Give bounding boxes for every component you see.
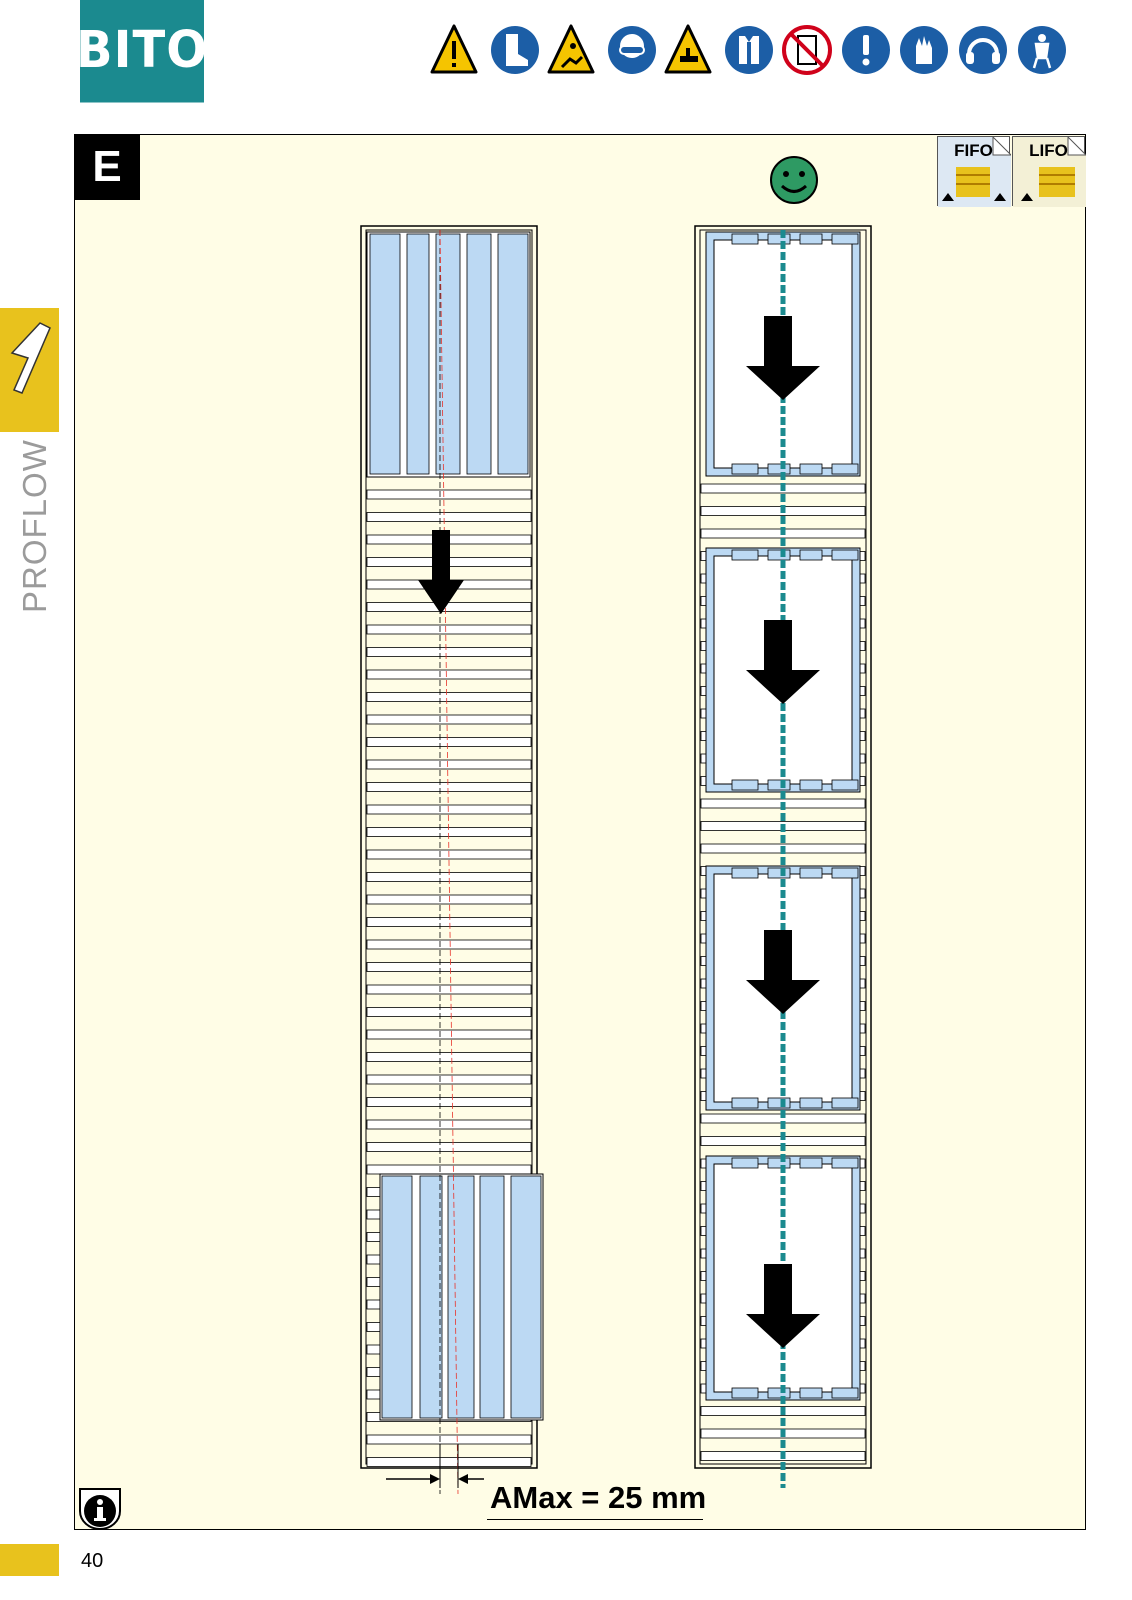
roller — [367, 490, 531, 499]
roller — [367, 1030, 531, 1039]
roller — [367, 895, 531, 904]
roller — [367, 963, 531, 972]
section-label: PROFLOW — [17, 463, 53, 613]
roller — [367, 918, 531, 927]
left-flow-lane — [361, 226, 543, 1494]
hi-vis-vest-icon — [725, 26, 773, 74]
fall-harness-icon — [1018, 26, 1066, 74]
slippery-surface-warning-icon — [549, 26, 593, 72]
bottom-pallet — [380, 1174, 543, 1420]
roller — [367, 648, 531, 657]
roller — [367, 693, 531, 702]
amax-measurement-label: AMax = 25 mm — [490, 1480, 706, 1516]
amax-underline — [487, 1519, 703, 1520]
roller — [367, 1008, 531, 1017]
safety-goggles-icon — [608, 26, 656, 74]
roller — [367, 760, 531, 769]
roller — [367, 1458, 531, 1467]
roller — [367, 1120, 531, 1129]
roller — [367, 625, 531, 634]
right-flow-lane — [695, 226, 871, 1488]
footer-accent-bar — [0, 1544, 59, 1576]
roller — [367, 738, 531, 747]
mandatory-action-icon — [842, 26, 890, 74]
pallet-alignment-diagram — [74, 134, 1086, 1530]
top-pallet — [367, 232, 530, 477]
roller — [367, 1435, 531, 1444]
roller — [367, 603, 531, 612]
pallet-flow-icon — [0, 308, 59, 432]
roller — [367, 513, 531, 522]
hand-crush-warning-icon — [666, 26, 710, 72]
safety-icon-row — [430, 24, 1090, 76]
roller — [367, 1143, 531, 1152]
roller — [367, 1053, 531, 1062]
safety-boots-icon — [491, 26, 539, 74]
roller — [367, 1165, 531, 1174]
roller — [367, 783, 531, 792]
roller — [367, 1075, 531, 1084]
page-number: 40 — [81, 1550, 103, 1573]
chapter-tab — [0, 308, 59, 432]
info-icon — [78, 1487, 122, 1531]
roller — [367, 805, 531, 814]
roller — [367, 985, 531, 994]
bito-logo: BITO — [80, 0, 204, 103]
roller — [367, 1098, 531, 1107]
roller — [367, 940, 531, 949]
safety-gloves-icon — [900, 26, 948, 74]
roller — [367, 715, 531, 724]
no-climbing-icon — [784, 27, 830, 73]
roller — [367, 670, 531, 679]
ear-protection-icon — [959, 26, 1007, 74]
smiley-ok-icon — [771, 157, 817, 203]
general-warning-icon — [432, 26, 476, 72]
